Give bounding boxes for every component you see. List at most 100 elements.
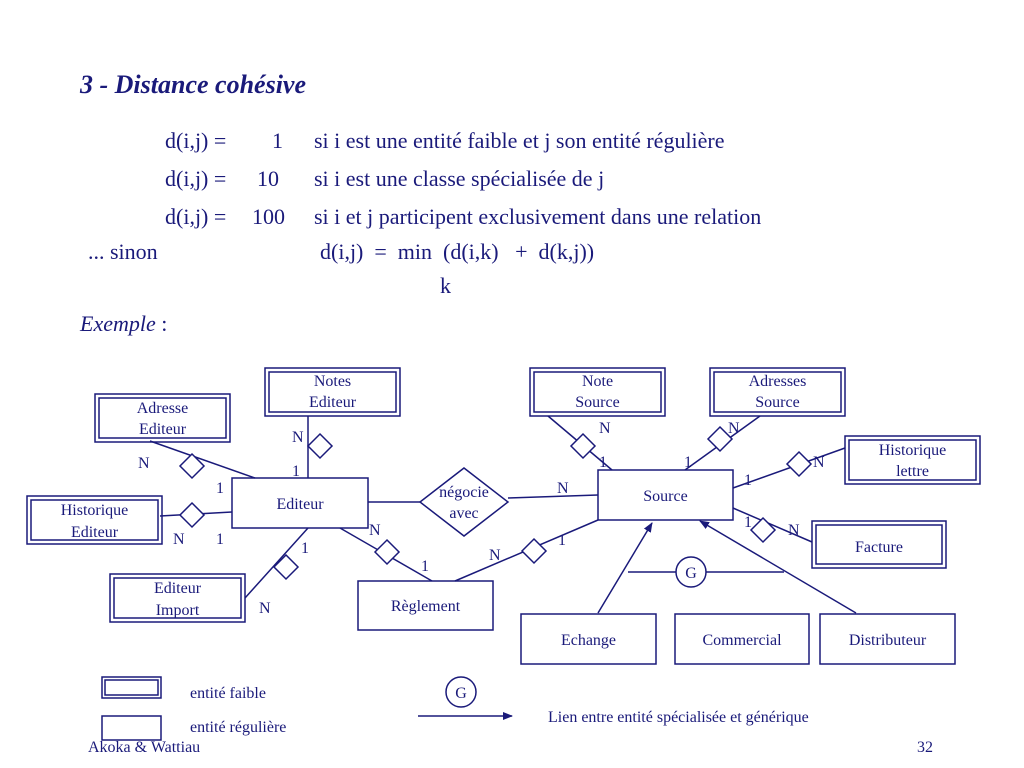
legend-regular-entity-symbol	[101, 715, 162, 741]
card-editeur-import-1: 1	[301, 540, 309, 557]
entity-facture: Facture	[811, 520, 947, 569]
entity-historique-editeur-line2: Editeur	[71, 524, 119, 541]
entity-historique-editeur: Historique Editeur	[26, 495, 163, 545]
link-diamond	[785, 450, 813, 478]
formula-2-lhs: d(i,j) =	[165, 166, 227, 191]
legend-generalization-symbol	[445, 676, 477, 708]
legend-specialization-label: Lien entre entité spécialisée et génériq…	[548, 709, 809, 726]
entity-distributeur: Distributeur	[819, 613, 956, 665]
example-colon: :	[155, 311, 168, 336]
entity-distributeur-label: Distributeur	[849, 632, 927, 649]
relation-line2: avec	[449, 505, 478, 522]
connector-lines	[149, 415, 846, 599]
card-reglement-source-n: N	[489, 547, 501, 564]
footer-page-number: 32	[917, 739, 933, 756]
entity-editeur-import-line2: Import	[156, 602, 200, 619]
card-historique-lettre-1: 1	[744, 472, 752, 489]
card-adresse-editeur-1: 1	[216, 480, 224, 497]
legend-regular-entity-label: entité régulière	[190, 719, 286, 736]
footer-authors: Akoka & Wattiau	[88, 739, 200, 756]
link-diamond	[178, 452, 206, 480]
card-reglement-editeur-1: 1	[421, 558, 429, 575]
card-reglement-source-1: 1	[558, 532, 566, 549]
otherwise-prefix: ... sinon	[88, 239, 158, 264]
link-diamond	[520, 537, 548, 565]
card-historique-editeur-1: 1	[216, 531, 224, 548]
generalization-label: G	[685, 565, 697, 582]
relation-negocie-avec: négocie avec	[418, 467, 510, 537]
card-note-source-n: N	[599, 420, 611, 437]
entity-adresse-editeur-line2: Editeur	[139, 421, 187, 438]
entity-note-source: Note Source	[529, 367, 666, 417]
entity-source-label: Source	[643, 488, 687, 505]
formula-2-value: 10	[257, 166, 279, 191]
otherwise-expression: d(i,j) = min (d(i,k) + d(k,j))	[320, 239, 595, 264]
entity-reglement: Règlement	[357, 580, 494, 631]
entity-adresse-editeur-line1: Adresse	[137, 400, 189, 417]
generalization-marker: G	[675, 556, 707, 588]
card-notes-editeur-n: N	[292, 429, 304, 446]
example-label: Exemple	[80, 311, 156, 336]
entity-echange: Echange	[520, 613, 657, 665]
entity-notes-editeur: Notes Editeur	[264, 367, 401, 417]
entity-historique-editeur-line1: Historique	[61, 502, 129, 519]
entity-source: Source	[597, 469, 734, 521]
link-diamond	[706, 425, 734, 453]
legend-weak-entity-symbol	[101, 676, 162, 699]
card-facture-1: 1	[744, 514, 752, 531]
entity-historique-lettre: Historique lettre	[844, 435, 981, 485]
entity-note-source-line1: Note	[582, 373, 613, 390]
card-adresses-source-n: N	[728, 420, 740, 437]
entity-editeur-import: Editeur Import	[109, 573, 246, 623]
card-adresse-editeur-n: N	[138, 455, 150, 472]
entity-facture-label: Facture	[855, 539, 903, 556]
specialization-arrows	[597, 520, 857, 614]
entity-historique-lettre-line1: Historique	[879, 442, 947, 459]
example-heading: Exemple :	[80, 311, 167, 337]
card-note-source-1: 1	[599, 454, 607, 471]
entity-note-source-line2: Source	[575, 394, 619, 411]
link-diamond	[373, 538, 401, 566]
link-diamond	[178, 501, 206, 529]
card-adresses-source-1: 1	[684, 454, 692, 471]
legend-generalization-letter: G	[455, 685, 467, 702]
card-facture-n: N	[788, 522, 800, 539]
card-historique-editeur-n: N	[173, 531, 185, 548]
card-editeur-reglement-n: N	[369, 522, 381, 539]
entity-adresse-editeur: Adresse Editeur	[94, 393, 231, 443]
entity-notes-editeur-line1: Notes	[314, 373, 351, 390]
entity-adresses-source: Adresses Source	[709, 367, 846, 417]
legend-weak-entity-label: entité faible	[190, 685, 266, 702]
entity-adresses-source-line2: Source	[755, 394, 799, 411]
footer: Akoka & Wattiau 32	[88, 739, 933, 756]
entity-editeur-label: Editeur	[276, 496, 324, 513]
entity-adresses-source-line1: Adresses	[749, 373, 807, 390]
card-editeur-import-n: N	[259, 600, 271, 617]
link-diamonds	[178, 425, 813, 581]
formula-1-lhs: d(i,j) =	[165, 128, 227, 153]
card-negocie-source-n: N	[557, 480, 569, 497]
link-diamond	[272, 553, 300, 581]
legend: entité faible entité régulière G Lien en…	[101, 676, 809, 741]
entity-echange-label: Echange	[561, 632, 616, 649]
cardinality-labels: N 1 N 1 N 1 1 N N 1 N 1 N N 1 N 1 1 N 1 …	[138, 420, 825, 617]
entity-commercial: Commercial	[674, 613, 810, 665]
entity-editeur-import-line1: Editeur	[154, 580, 202, 597]
link-diamond	[569, 432, 597, 460]
formula-3-desc: si i et j participent exclusivement dans…	[314, 204, 762, 229]
entity-notes-editeur-line2: Editeur	[309, 394, 357, 411]
link-diamond	[749, 516, 777, 544]
entity-editeur: Editeur	[231, 477, 369, 529]
formula-2-desc: si i est une classe spécialisée de j	[314, 166, 605, 191]
formula-1-value: 1	[272, 128, 283, 153]
entity-historique-lettre-line2: lettre	[896, 463, 929, 480]
formula-3-lhs: d(i,j) =	[165, 204, 227, 229]
link-diamond	[306, 432, 334, 460]
formula-1-desc: si i est une entité faible et j son enti…	[314, 128, 725, 153]
entity-reglement-label: Règlement	[391, 598, 461, 615]
formula-3-value: 100	[252, 204, 285, 229]
card-notes-editeur-1: 1	[292, 463, 300, 480]
entity-commercial-label: Commercial	[702, 632, 782, 649]
otherwise-subscript: k	[440, 273, 451, 298]
